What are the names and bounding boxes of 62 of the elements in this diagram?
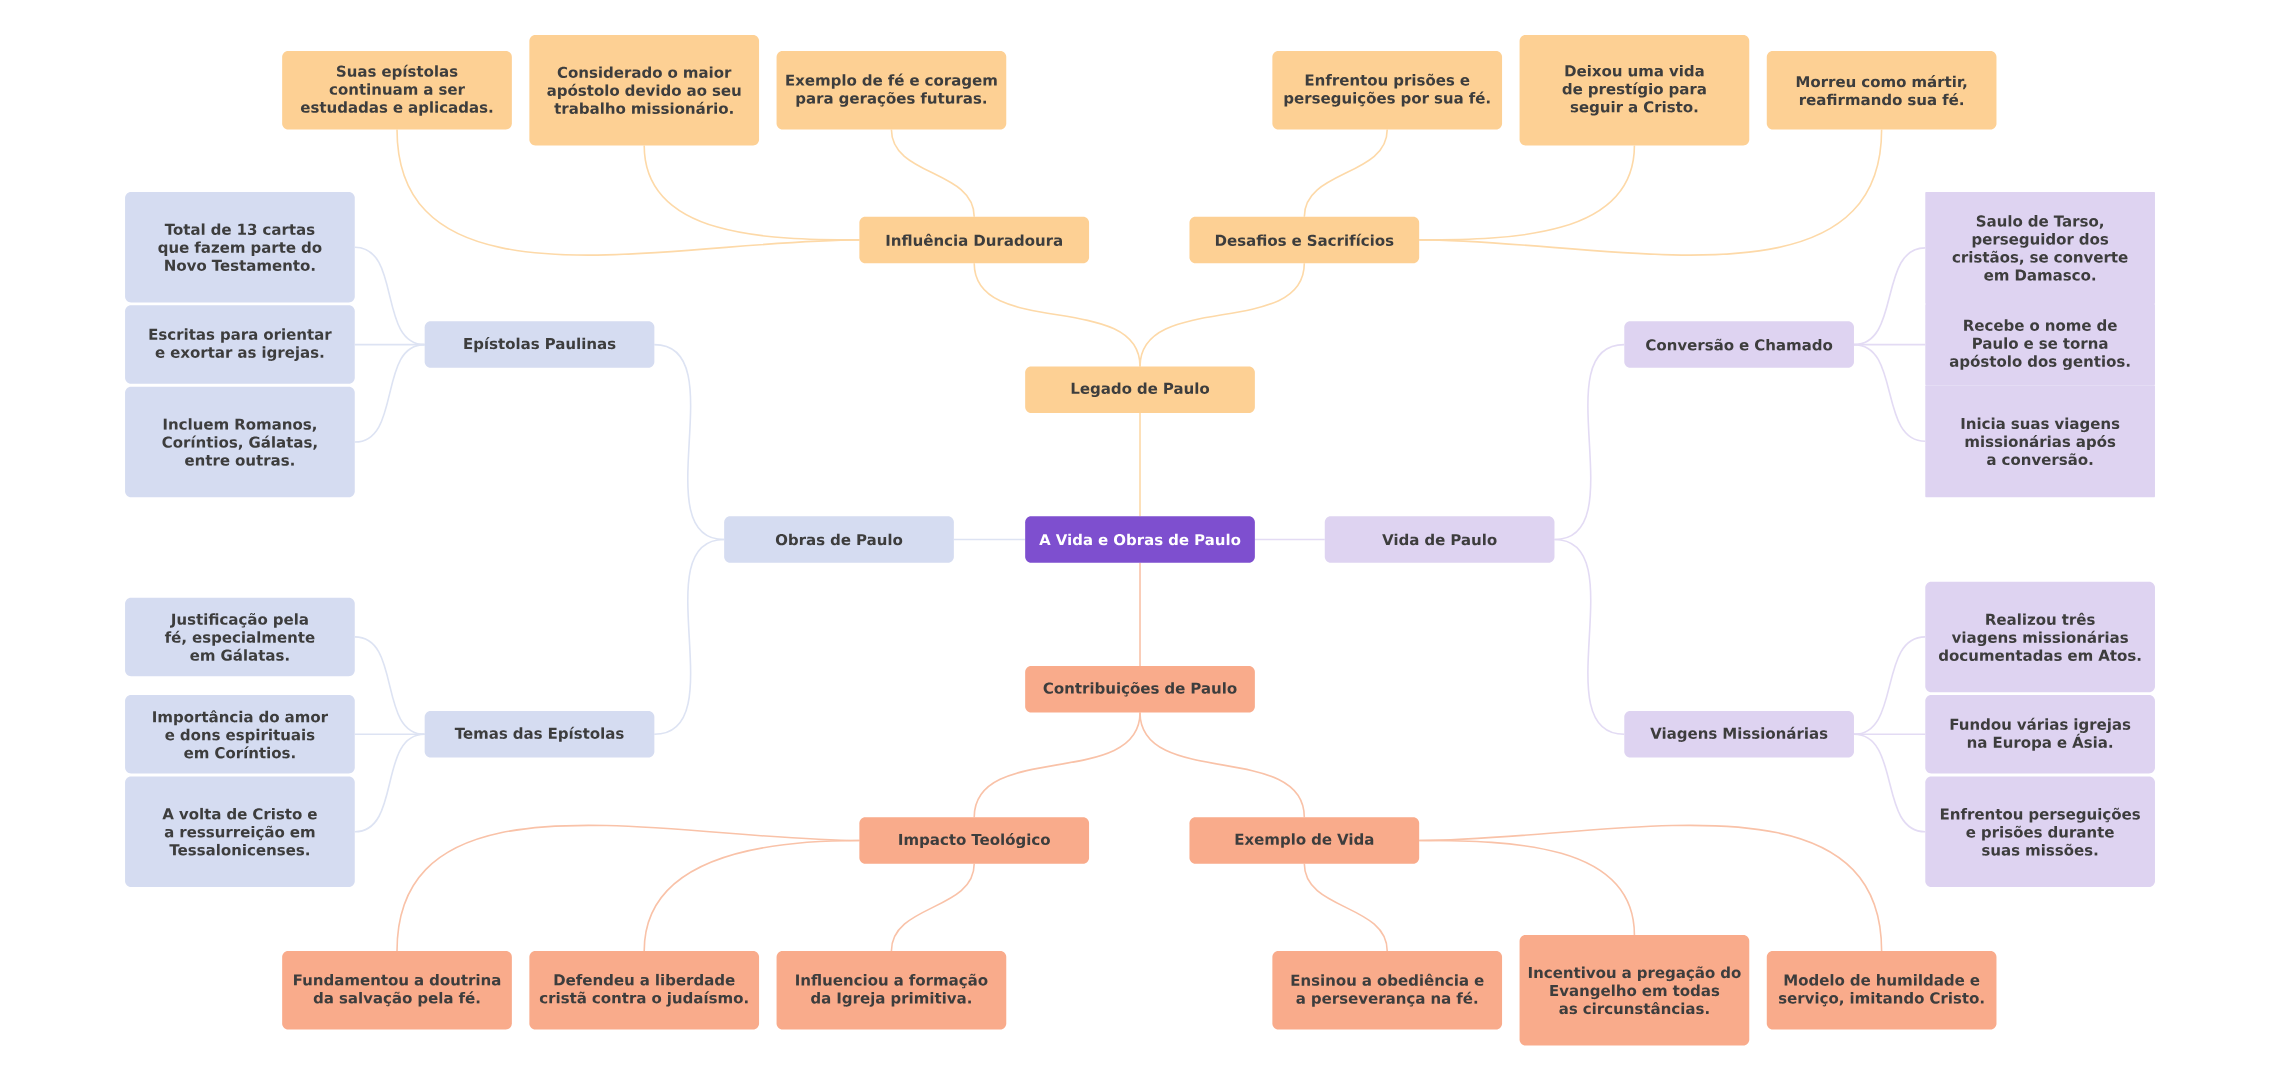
connector-line <box>643 144 861 241</box>
node-label: Saulo de Tarso, perseguidor dos cristãos, se converte em Damasco. <box>1952 215 2128 281</box>
leaf-box: Defendeu a liberdade cristã contra o judaísmo. <box>529 950 760 1030</box>
leaf-box: Ensinou a obediência e a perseverança na fé. <box>1272 950 1503 1030</box>
leaf-box: Recebe o nome de Paulo e se torna apóstolo dos gentios. <box>1925 303 2155 386</box>
connector-line <box>1254 538 1326 541</box>
node-label: Inicia suas viagens missionárias após a conversão. <box>1961 417 2120 466</box>
leaf-box: Fundamentou a doutrina da salvação pela fé. <box>282 950 512 1030</box>
leaf-box: Exemplo de fé e coragem para gerações futuras. <box>776 50 1007 130</box>
connector-line <box>1418 128 1883 256</box>
leaf-box: Incluem Romanos, Coríntios, Gálatas, entre outras. <box>125 386 355 498</box>
leaf-box: Influenciou a formação da Igreja primitiva. <box>776 950 1007 1030</box>
leaf-box: Importância do amor e dons espirituais em Coríntios. <box>125 695 355 774</box>
connector-line <box>890 862 975 952</box>
connector-line <box>1303 128 1388 218</box>
connector-line <box>354 636 426 736</box>
connector-line <box>1139 561 1141 667</box>
connector-line <box>953 538 1026 541</box>
branch-box: Desafios e Sacrifícios <box>1189 216 1420 264</box>
leaf-box: Saulo de Tarso, perseguidor dos cristãos, se converte em Damasco. <box>1925 191 2155 304</box>
leaf-box: Fundou várias igrejas na Europa e Ásia. <box>1925 695 2155 774</box>
leaf-box: Justificação pela fé, especialmente em Gálatas. <box>125 597 355 677</box>
connector-line <box>653 538 725 736</box>
node-label: Recebe o nome de Paulo e se torna apóstolo dos gentios. <box>1949 319 2130 370</box>
leaf-box: Morreu como mártir, reafirmando sua fé. <box>1766 50 1997 130</box>
leaf-box: Deixou uma vida de prestígio para seguir a Cristo. <box>1519 34 1750 146</box>
leaf-box: A volta de Cristo e a ressurreição em Tessalonicenses. <box>125 776 355 887</box>
connector-line <box>643 839 861 952</box>
node-label: Realizou três viagens missionárias documentadas em Atos. <box>1938 612 2141 662</box>
branch-box: Conversão e Chamado <box>1624 321 1854 368</box>
leaf-box: Total de 13 cartas que fazem parte do Novo Testamento. <box>125 191 355 303</box>
connector-line <box>1853 343 1926 443</box>
branch-box: Viagens Missionárias <box>1624 711 1854 758</box>
connector-line <box>1139 412 1141 517</box>
connector-line <box>1303 862 1388 952</box>
connector-line <box>354 343 426 443</box>
connector-line <box>1139 711 1306 818</box>
connector-line <box>890 128 975 218</box>
branch-box: Legado de Paulo <box>1025 366 1255 413</box>
leaf-box: Escritas para orientar e exortar as igrejas. <box>125 305 355 384</box>
branch-box: Contribuições de Paulo <box>1025 665 1255 713</box>
leaf-box: Enfrentou perseguições e prisões durante suas missões. <box>1925 776 2155 887</box>
connector-line <box>1553 538 1625 736</box>
branch-box: Epístolas Paulinas <box>424 321 655 368</box>
central-topic-box: A Vida e Obras de Paulo <box>1025 516 1255 563</box>
branch-box: Temas das Epístolas <box>424 711 655 758</box>
branch-box: Impacto Teológico <box>859 817 1090 864</box>
leaf-box: Suas epístolas continuam a ser estudadas e aplicadas. <box>282 50 512 130</box>
connector-line <box>1853 636 1926 736</box>
branch-box: Obras de Paulo <box>724 516 954 563</box>
leaf-box: Realizou três viagens missionárias documentadas em Atos. <box>1925 581 2155 693</box>
branch-box: Vida de Paulo <box>1324 516 1555 563</box>
branch-box: Influência Duradoura <box>859 216 1090 264</box>
branch-box: Exemplo de Vida <box>1189 817 1420 864</box>
leaf-box: Incentivou a pregação do Evangelho em todas as circunstâncias. <box>1519 934 1750 1046</box>
connector-line <box>1853 733 1926 833</box>
leaf-box: Modelo de humildade e serviço, imitando Cristo. <box>1766 950 1997 1030</box>
connector-line <box>1418 824 1883 952</box>
leaf-box: Inicia suas viagens missionárias após a conversão. <box>1925 385 2155 498</box>
connector-line <box>1139 262 1306 368</box>
leaf-box: Considerado o maior apóstolo devido ao seu trabalho missionário. <box>529 34 760 146</box>
leaf-box: Enfrentou prisões e perseguições por sua fé. <box>1272 50 1503 130</box>
